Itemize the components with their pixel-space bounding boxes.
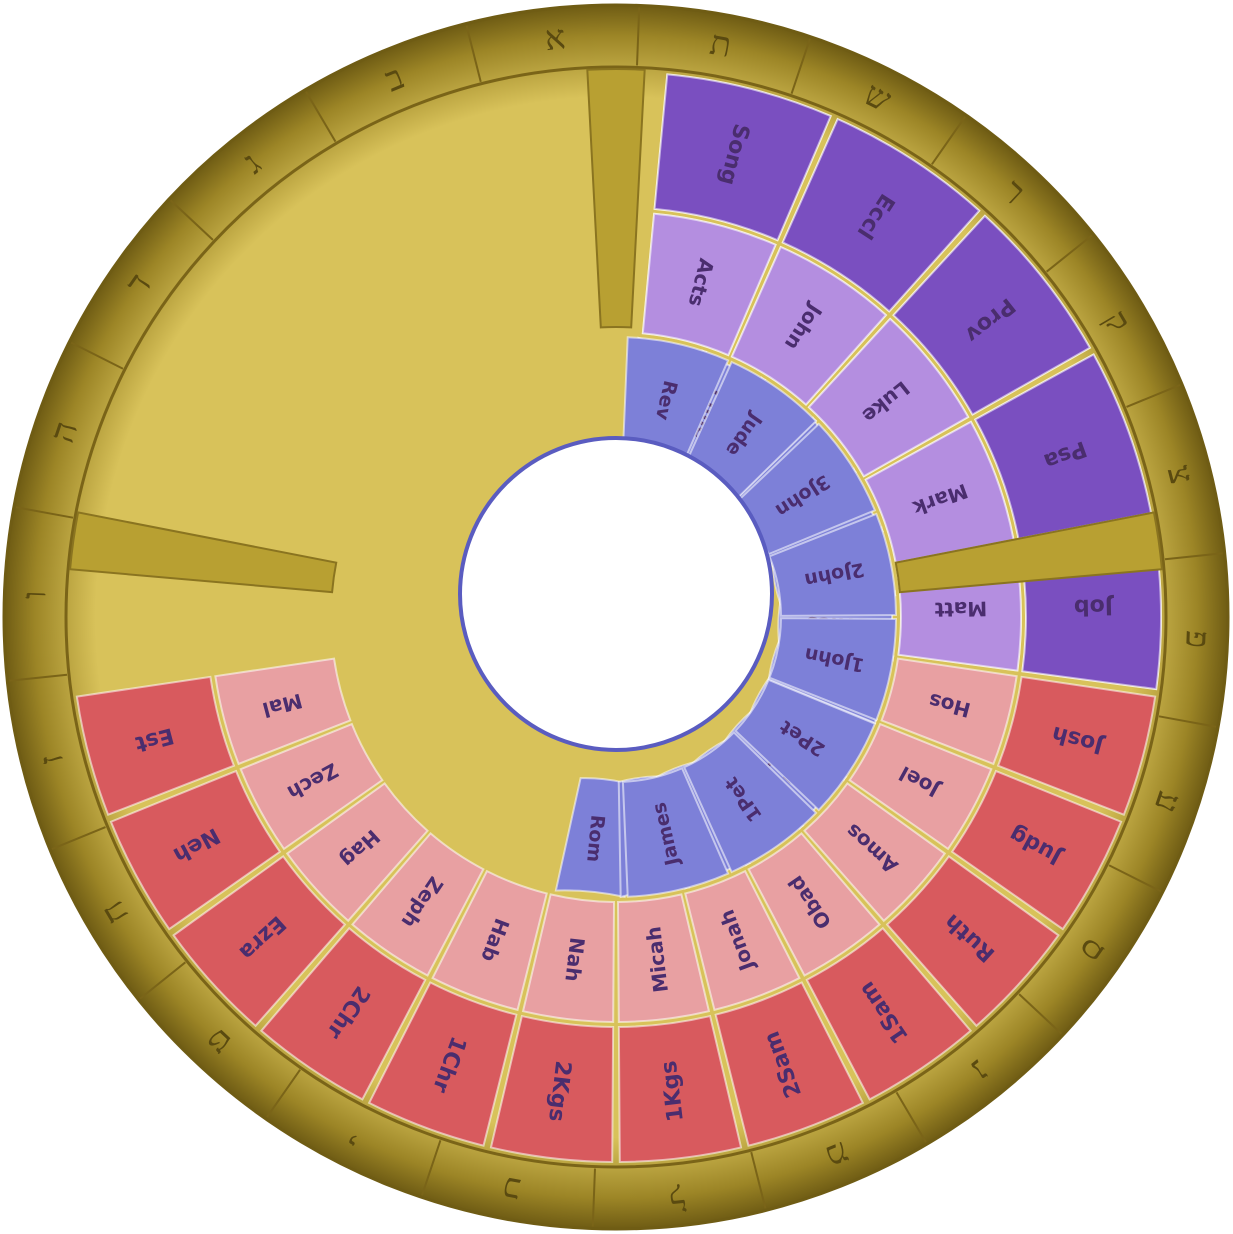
book-label: Rom xyxy=(582,814,608,863)
center-hole xyxy=(460,438,772,750)
book-label: Job xyxy=(1074,593,1116,619)
hebrew-letter: א xyxy=(543,17,567,59)
book-label: Matt xyxy=(934,597,987,622)
hebrew-letter: פ xyxy=(1177,629,1218,648)
hebrew-letter: ו xyxy=(14,590,54,600)
